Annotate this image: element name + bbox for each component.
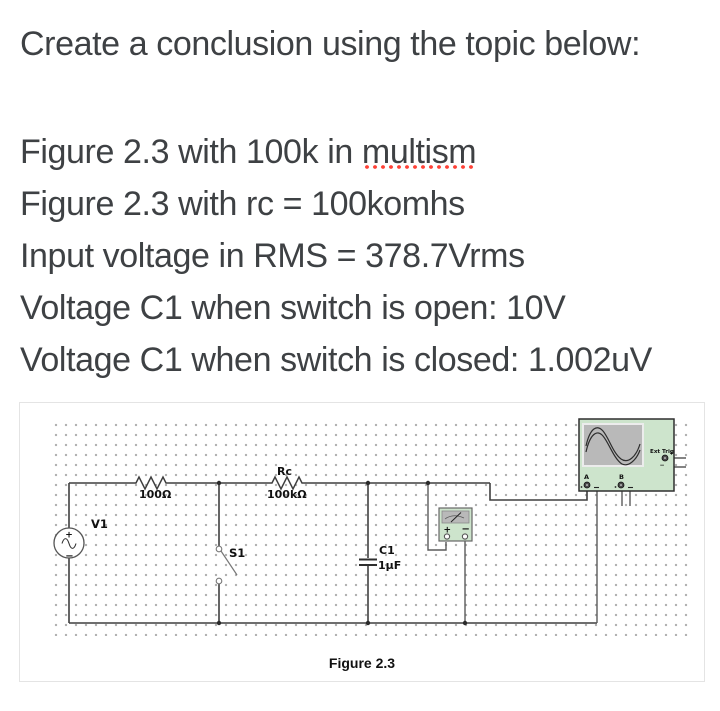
switch-contact-top <box>215 545 223 553</box>
switch-s1: S1 <box>215 545 245 585</box>
multimeter-icon: + − <box>438 507 473 542</box>
multimeter-needle <box>450 512 462 523</box>
scope-terminal-a-dot <box>586 484 588 486</box>
scope-ext-trig-label: Ext Trig <box>650 449 674 455</box>
topic-line-input-rms: Input voltage in RMS = 378.7Vrms <box>20 237 525 275</box>
resistor-r1-value: 100Ω <box>139 488 172 501</box>
question-prompt: Create a conclusion using the topic belo… <box>20 25 641 63</box>
junction-dot <box>365 480 371 486</box>
multimeter-scale-arc <box>444 515 465 520</box>
multimeter-terminal-minus <box>461 533 469 540</box>
multimeter-terminal-plus <box>443 533 451 540</box>
v1-label: V1 <box>91 517 108 531</box>
scope-terminal-a-plus-mark <box>580 486 583 488</box>
resistor-r1-zigzag <box>130 475 172 491</box>
topic-line-switch-closed: Voltage C1 when switch is closed: 1.002u… <box>20 341 652 379</box>
multimeter-screen <box>441 510 470 524</box>
capacitor-c1-value: 1μF <box>378 559 401 572</box>
junction-dot <box>216 480 222 486</box>
resistor-rc-label: Rc <box>277 465 292 478</box>
sine-wave-icon <box>61 538 77 549</box>
junction-dots <box>216 480 468 626</box>
scope-ext-trig-minus: − <box>660 462 665 469</box>
resistor-rc: Rc 100kΩ <box>266 465 308 501</box>
multimeter-minus-label: − <box>462 524 470 535</box>
resistor-r1: 100Ω <box>130 475 172 501</box>
oscilloscope-screen <box>582 423 644 467</box>
scope-ext-trig-terminal-dot <box>664 457 666 459</box>
ac-source-v1: + − V1 <box>53 517 108 562</box>
wire-to-scope <box>489 483 588 501</box>
capacitor-c1-label: C1 <box>379 544 395 557</box>
scope-channel-a-label: A <box>584 473 589 481</box>
topic-line-switch-open: Voltage C1 when switch is open: 10V <box>20 289 566 327</box>
switch-s1-label: S1 <box>229 546 245 560</box>
oscilloscope-icon: Ext Trig + − A B <box>578 418 675 492</box>
circuit-figure-image: + − V1 100Ω Rc 100kΩ S1 <box>19 402 705 682</box>
junction-dot <box>462 620 468 626</box>
misspelled-word: multism <box>361 133 477 171</box>
figure-caption: Figure 2.3 <box>328 655 396 671</box>
ac-source-plus: + <box>65 531 73 541</box>
switch-blade <box>220 550 238 576</box>
capacitor-c1: C1 1μF <box>359 544 401 572</box>
scope-trig-stub-2 <box>672 458 686 468</box>
scope-waveform-2 <box>585 432 641 466</box>
topic-line-rc: Figure 2.3 with rc = 100komhs <box>20 185 465 223</box>
switch-contact-bottom <box>215 577 223 585</box>
wire-multimeter-plus <box>427 483 447 551</box>
junction-dot <box>216 620 222 626</box>
junction-dot <box>365 620 371 626</box>
multimeter-plus-label: + <box>444 526 452 536</box>
junction-dot <box>425 480 431 486</box>
ac-source-minus: − <box>65 551 73 562</box>
scope-ext-trig-plus: + <box>670 451 674 457</box>
scope-channel-b-label: B <box>619 473 624 481</box>
resistor-rc-value: 100kΩ <box>267 488 307 501</box>
scope-waveform-1 <box>585 427 641 462</box>
circuit-schematic: + − V1 100Ω Rc 100kΩ S1 <box>53 418 686 626</box>
scope-terminal-b-plus-mark <box>614 486 617 488</box>
circuit-wires <box>68 482 597 624</box>
scope-terminal-b-dot <box>620 484 622 486</box>
topic-line-multisim: Figure 2.3 with 100k in multism <box>20 133 477 171</box>
resistor-rc-zigzag <box>266 475 308 491</box>
topic-line-multisim-prefix: Figure 2.3 with 100k in <box>20 133 362 171</box>
